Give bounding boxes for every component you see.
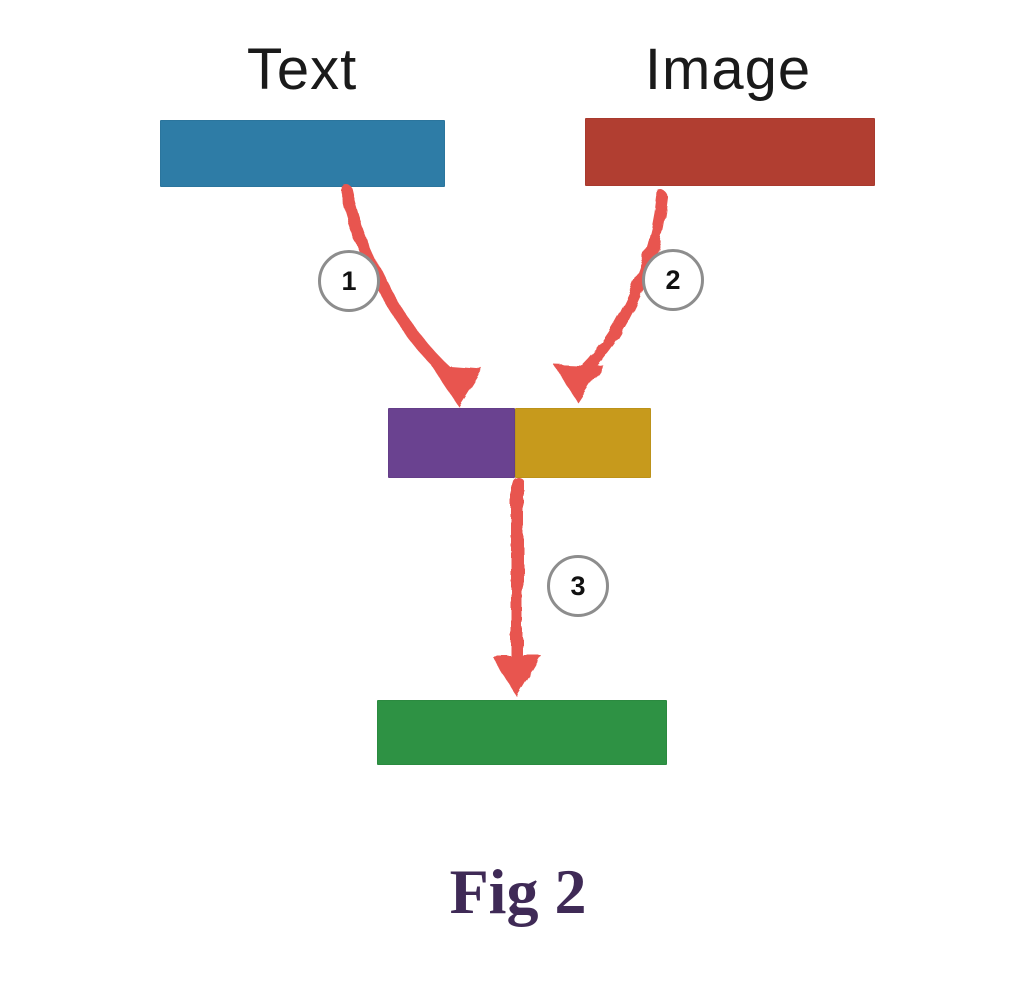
- fused-right-block: [515, 408, 651, 478]
- arrow-2-head: [553, 364, 604, 404]
- fused-left-block: [388, 408, 515, 478]
- arrow-1-head: [431, 365, 483, 407]
- image-input-block: [585, 118, 875, 186]
- output-block: [377, 700, 667, 765]
- figure-caption: Fig 2: [449, 856, 587, 927]
- arrow-3-head: [492, 656, 542, 697]
- step-2-badge: 2: [642, 249, 704, 311]
- step-1-number: 1: [341, 265, 357, 296]
- image-node-label: Image: [644, 37, 812, 102]
- text-input-block: [160, 120, 445, 187]
- step-2-number: 2: [665, 264, 681, 295]
- step-1-badge: 1: [318, 250, 380, 312]
- step-3-badge: 3: [547, 555, 609, 617]
- text-node-label: Text: [246, 37, 358, 102]
- step-3-number: 3: [570, 570, 586, 601]
